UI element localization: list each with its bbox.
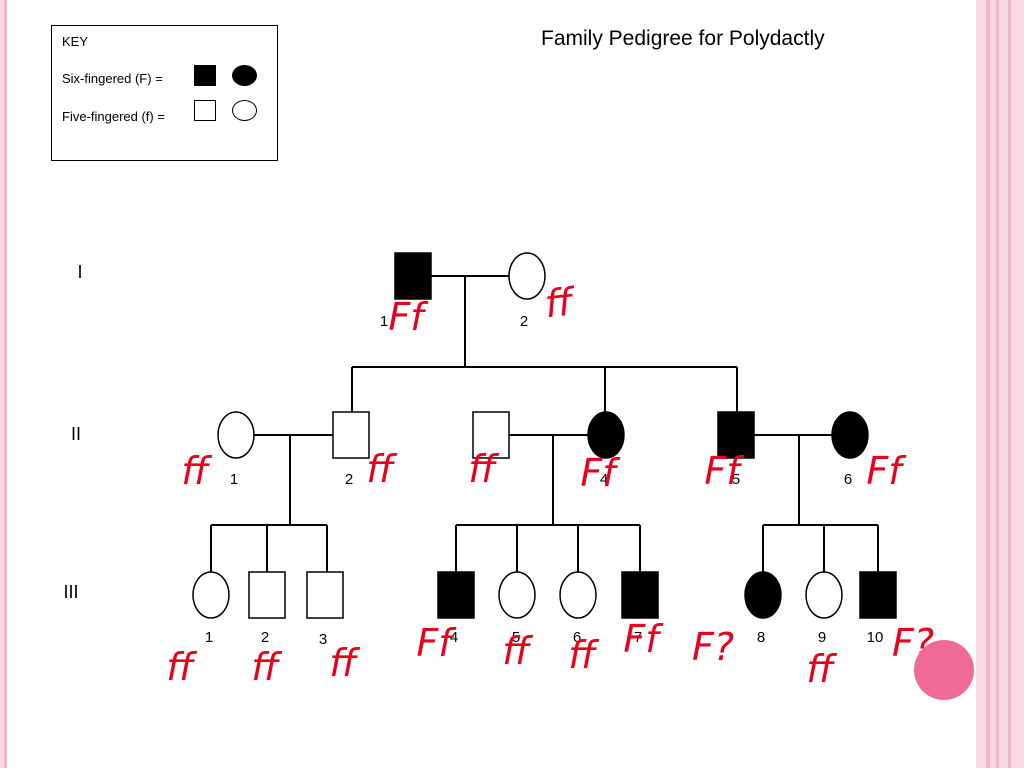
individual-number-iii-6: 6	[573, 629, 581, 646]
pedigree-lines	[210, 275, 879, 572]
individual-iii-2-male-unaffected	[248, 571, 286, 619]
genotype-annotation-iii-2: ff	[251, 645, 282, 689]
individual-number-ii-5: 5	[732, 471, 740, 488]
individual-iii-4-male-affected	[437, 571, 475, 619]
genotype-annotation-iii-4: Ff	[416, 621, 457, 665]
individual-number-iii-9: 9	[818, 629, 826, 646]
genotype-annotation-ii-6: Ff	[866, 449, 907, 493]
genotype-annotation-iii-3: ff	[329, 641, 360, 685]
individual-number-ii-6: 6	[844, 471, 852, 488]
individual-number-iii-8: 8	[757, 629, 765, 646]
individual-number-iii-2: 2	[261, 629, 269, 646]
genotype-annotation-iii-8: F?	[692, 625, 734, 669]
generation-label-iii: III	[63, 582, 78, 602]
key-affected-label: Six-fingered (F) =	[62, 71, 163, 86]
individual-iii-7-male-affected	[621, 571, 659, 619]
individual-numbers: 1 2 1 2 4 5 6 1 2 3 4 5 6 7 8 9 10	[205, 313, 884, 648]
individual-i-2-female-unaffected	[508, 252, 546, 300]
genotype-annotation-iii-1: ff	[166, 645, 197, 689]
individual-ii-3-male-unaffected	[472, 411, 510, 459]
individual-ii-6-female-affected	[831, 411, 869, 459]
individual-ii-4-female-affected	[587, 411, 625, 459]
genotype-annotation-iii-6: ff	[568, 633, 599, 677]
key-affected-male-symbol	[194, 65, 216, 86]
individual-number-ii-2: 2	[345, 471, 353, 488]
individual-number-i-2: 2	[520, 313, 528, 330]
individual-iii-10-male-affected	[859, 571, 897, 619]
key-unaffected-label: Five-fingered (f) =	[62, 109, 165, 124]
individual-iii-1-female-unaffected	[192, 571, 230, 619]
individual-number-iii-1: 1	[205, 629, 213, 646]
individual-number-ii-1: 1	[230, 471, 238, 488]
genotype-annotation-ii-3: ff	[468, 447, 499, 491]
individual-ii-5-male-affected	[717, 411, 755, 459]
genotype-annotation-ii-4: Ff	[580, 451, 621, 495]
individual-number-iii-5: 5	[512, 629, 520, 646]
individual-iii-9-female-unaffected	[805, 571, 843, 619]
individual-i-1-male-affected	[394, 252, 432, 300]
individual-number-ii-4: 4	[600, 471, 608, 488]
genotype-annotation-iii-5: ff	[502, 629, 533, 673]
individual-ii-2-male-unaffected	[332, 411, 370, 459]
generation-label-ii: II	[71, 424, 81, 444]
key-heading: KEY	[62, 34, 89, 49]
laser-pointer-dot	[914, 640, 974, 700]
individual-number-iii-3: 3	[319, 631, 327, 648]
page-title: Family Pedigree for Polydactly	[541, 27, 825, 50]
individual-iii-8-female-affected	[744, 571, 782, 619]
key-affected-female-symbol	[232, 65, 257, 86]
key-unaffected-male-symbol	[194, 100, 216, 121]
individual-ii-1-female-unaffected	[217, 411, 255, 459]
individual-number-iii-4: 4	[450, 629, 458, 646]
pedigree-symbols	[192, 252, 897, 619]
genotype-annotation-iii-9: ff	[806, 647, 837, 691]
generation-label-i: I	[77, 262, 82, 282]
key-legend: KEY Six-fingered (F) = Five-fingered (f)…	[51, 25, 278, 161]
genotype-annotation-i-1: Ff	[388, 295, 429, 339]
genotype-annotation-iii-7: Ff	[623, 617, 664, 661]
individual-iii-3-male-unaffected	[306, 571, 344, 619]
individual-iii-5-female-unaffected	[498, 571, 536, 619]
genotype-annotation-ii-1: ff	[181, 449, 212, 493]
genotype-annotation-ii-2: ff	[366, 447, 397, 491]
key-unaffected-female-symbol	[232, 100, 257, 121]
individual-number-iii-10: 10	[867, 629, 884, 646]
individual-number-iii-7: 7	[634, 629, 642, 646]
genotype-annotation-i-2: ff	[543, 279, 578, 326]
individual-iii-6-female-unaffected	[559, 571, 597, 619]
genotype-annotation-ii-5: Ff	[704, 449, 745, 493]
individual-number-i-1: 1	[380, 313, 388, 330]
